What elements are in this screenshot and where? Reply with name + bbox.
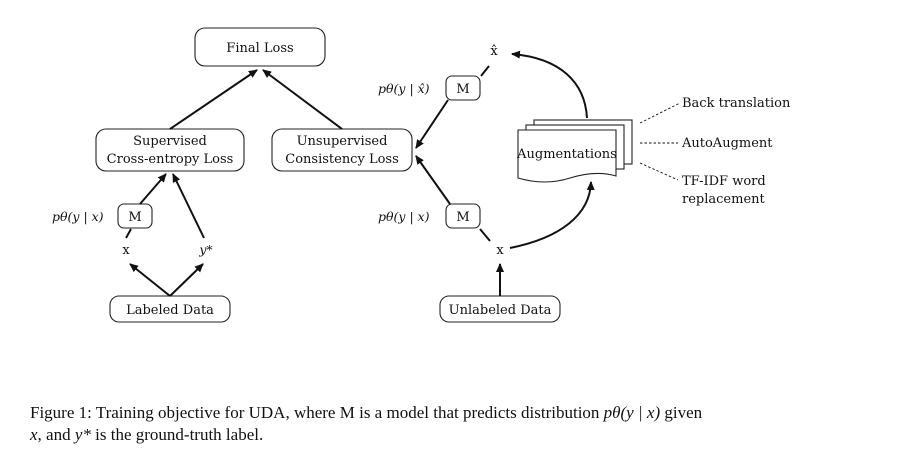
edge-labeled-to-ystar: [169, 263, 204, 297]
model-label-bottom-right: M: [456, 210, 469, 225]
augmentations-label: Augmentations: [516, 147, 617, 162]
edge-unsupervised-to-final: [262, 69, 343, 130]
formula-p-y-given-x-right: pθ(y | x): [378, 209, 430, 224]
caption-text-3: , and: [37, 425, 75, 444]
edge-labeled-to-x: [129, 263, 171, 297]
figure-caption: Figure 1: Training objective for UDA, wh…: [30, 402, 880, 446]
formula-p-y-given-xhat: pθ(y | x̂): [378, 81, 430, 96]
aug-method-tfidf-line1: TF-IDF word: [682, 174, 766, 189]
final-loss-node: Final Loss: [194, 27, 326, 67]
caption-text-2: given: [660, 403, 703, 422]
unsupervised-loss-line1: Unsupervised: [297, 134, 388, 149]
caption-math-1: pθ(y | x): [603, 403, 661, 422]
x-unlabeled: x: [496, 243, 504, 258]
caption-text-1: Figure 1: Training objective for UDA, wh…: [30, 403, 604, 422]
unlabeled-data-node: Unlabeled Data: [439, 295, 561, 323]
labeled-data-label: Labeled Data: [126, 303, 214, 318]
aug-method-autoaugment: AutoAugment: [681, 136, 773, 151]
edge-model-xhat-to-unsupervised: [415, 99, 449, 149]
edge-supervised-to-final: [169, 69, 258, 130]
unsupervised-loss-line2: Consistency Loss: [285, 152, 399, 167]
edge-ystar-to-supervised: [172, 173, 205, 239]
caption-text-4: is the ground-truth label.: [90, 425, 264, 444]
model-node-top-right: M: [445, 75, 481, 101]
aug-method-back-translation: Back translation: [682, 96, 791, 111]
edge-augmentations-to-xhat: [511, 50, 588, 119]
model-label-top-right: M: [456, 82, 469, 97]
unlabeled-data-label: Unlabeled Data: [449, 303, 552, 318]
edge-model-to-supervised: [139, 173, 167, 205]
edge-model-x-to-unsupervised: [415, 155, 451, 205]
supervised-loss-line1: Supervised: [133, 134, 207, 149]
edge-xhat-to-model: [480, 65, 490, 77]
dash-to-back-translation: [639, 102, 681, 124]
model-node-left: M: [117, 203, 153, 229]
labeled-data-node: Labeled Data: [109, 295, 231, 323]
augmentations-node: Augmentations: [516, 119, 633, 183]
supervised-loss-node: Supervised Cross-entropy Loss: [95, 128, 245, 172]
aug-method-tfidf-line2: replacement: [682, 192, 766, 207]
y-star: y*: [198, 242, 213, 257]
model-node-bottom-right: M: [445, 203, 481, 229]
edge-x-to-model-right: [479, 228, 491, 242]
x-hat: x̂: [490, 44, 498, 59]
model-label-left: M: [128, 210, 141, 225]
edge-x-to-augmentations: [509, 181, 595, 249]
caption-math-3: y*: [74, 425, 91, 444]
caption-math-2: x: [30, 425, 38, 444]
x-labeled: x: [122, 243, 130, 258]
edge-x-to-model-left: [125, 228, 132, 239]
formula-p-y-given-x-left: pθ(y | x): [52, 209, 104, 224]
dash-to-tfidf: [639, 162, 679, 181]
unsupervised-loss-node: Unsupervised Consistency Loss: [271, 128, 413, 172]
final-loss-label: Final Loss: [226, 41, 293, 56]
supervised-loss-line2: Cross-entropy Loss: [107, 152, 234, 167]
